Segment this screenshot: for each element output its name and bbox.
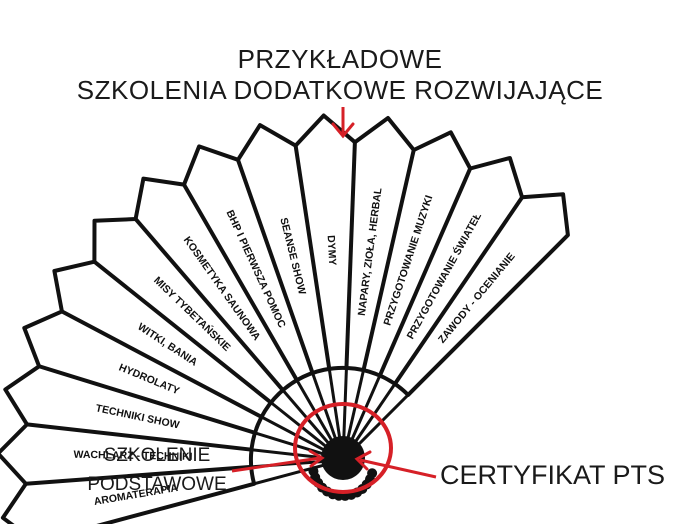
basic-training-line-2: PODSTAWOWE: [87, 474, 227, 495]
fan-rib: [25, 464, 252, 486]
certificate-highlight-ring: [293, 402, 393, 494]
title-line-1: PRZYKŁADOWE: [237, 44, 443, 74]
fan-rib: [38, 364, 256, 435]
fan-rib: [134, 217, 285, 392]
basic-training-line-1: SZKOLENIE: [103, 445, 211, 466]
segment-label: WACHLARZ - TECHNIKI: [73, 449, 192, 463]
fan-rib: [93, 260, 273, 405]
certificate-arrowhead: [354, 450, 372, 471]
fan-rib: [60, 309, 263, 419]
fan-rib: [182, 183, 299, 382]
fan-rib: [393, 196, 524, 386]
basic-training-arrowhead: [308, 449, 325, 468]
fan-rib: [236, 159, 315, 374]
fan-spoke: [254, 431, 327, 457]
title-line-2: SZKOLENIA DODATKOWE ROZWIJAJĄCE: [76, 75, 604, 105]
certificate-arrow: [359, 458, 437, 479]
segment-label: DYMY: [325, 235, 339, 266]
fan-spoke: [251, 448, 326, 460]
fan-outline: [0, 113, 570, 524]
fan-hub-petal: [367, 468, 378, 479]
certificate-label: CERTYFIKAT PTS: [440, 460, 666, 490]
fan-rib: [377, 167, 472, 377]
annotations: [231, 107, 437, 494]
fan-hub-center: [321, 436, 365, 480]
basic-training-label: SZKOLENIE PODSTAWOWE: [82, 441, 232, 499]
fan-rib: [344, 142, 357, 369]
fan-rib: [293, 145, 332, 370]
fan-rib: [26, 422, 252, 452]
fan-rib: [361, 149, 416, 371]
basic-training-arrow: [231, 456, 321, 473]
fan-spoke: [260, 415, 328, 453]
title-arrowhead: [331, 122, 355, 139]
